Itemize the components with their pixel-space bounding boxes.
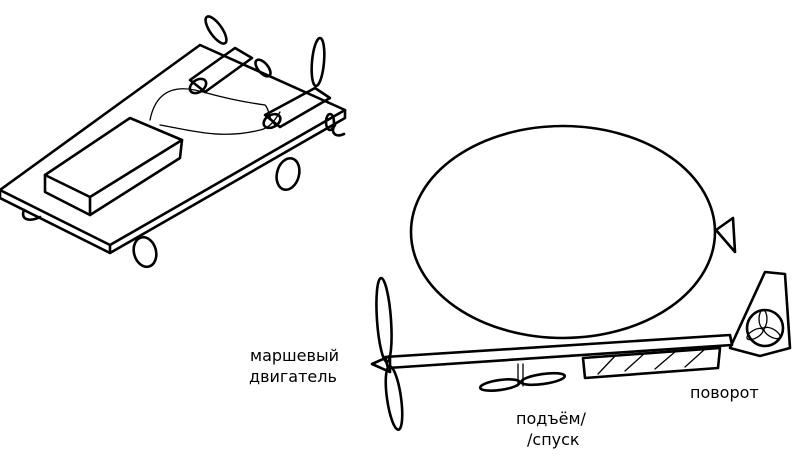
cart-sketch xyxy=(0,15,347,269)
motor-2 xyxy=(262,86,332,130)
wheel-back-right xyxy=(331,123,346,137)
balloon-envelope xyxy=(409,124,717,340)
battery-box xyxy=(43,116,184,217)
wire-1 xyxy=(149,88,276,126)
wire-2 xyxy=(159,111,281,135)
lift-propeller xyxy=(478,363,567,392)
cart-propeller-2a xyxy=(310,36,326,88)
envelope-fin xyxy=(714,216,737,254)
cart-propeller-1a xyxy=(204,15,228,45)
cart-propeller-2b xyxy=(324,112,336,132)
airship-sketch xyxy=(370,124,792,432)
label-turn: поворот xyxy=(690,383,759,402)
turn-fan xyxy=(728,270,792,358)
platform-edge xyxy=(0,108,347,255)
turn-vane xyxy=(581,346,722,380)
label-main-engine-line2: двигатель xyxy=(249,367,337,386)
label-main-engine-line1: маршевый xyxy=(250,346,339,365)
wheel-front-right xyxy=(275,156,301,192)
label-lift-line2: /спуск xyxy=(527,430,580,449)
main-propeller xyxy=(370,276,404,432)
motor-1 xyxy=(188,46,254,95)
label-lift-line1: подъём/ xyxy=(516,409,587,428)
wheel-front-left xyxy=(132,235,158,269)
cart-propeller-1b xyxy=(254,58,272,78)
wheel-back-left xyxy=(21,208,42,221)
